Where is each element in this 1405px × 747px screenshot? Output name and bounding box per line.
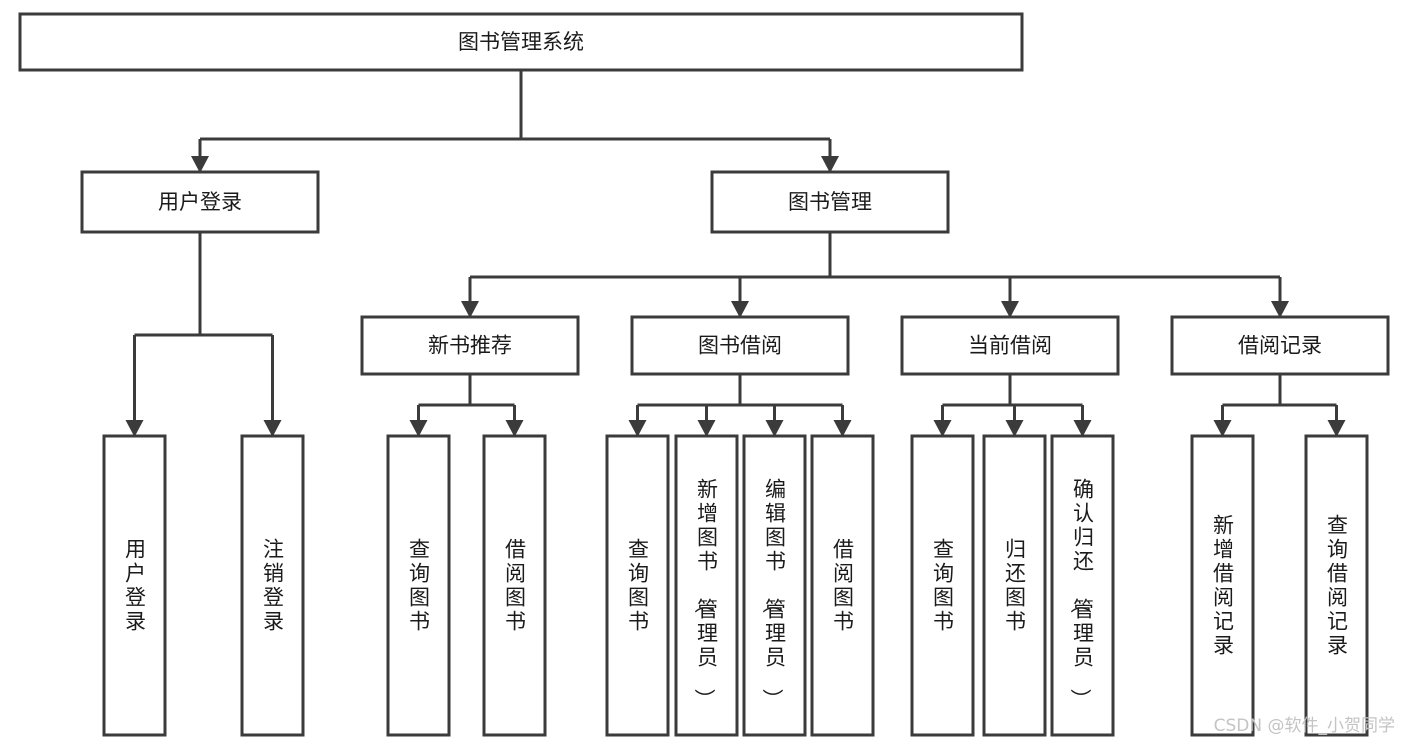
node-box-current-borrow [900,315,1120,376]
node-leaf-query-books-current[interactable]: 查询图书 [910,434,975,737]
arrow-head-icon [1005,420,1024,437]
arrow-head-icon [1213,420,1232,437]
connector-borrow-record [1213,374,1346,437]
connector-root [191,70,839,173]
node-leaf-edit-book-admin[interactable]: 编辑图书（管理员） [742,434,807,737]
node-leaf-add-borrow-record[interactable]: 新增借阅记录 [1190,434,1255,737]
node-label-leaf-borrow-books: 借阅图书 [833,538,854,634]
arrow-head-icon [833,420,852,437]
arrow-head-icon [409,420,428,437]
node-leaf-return-books[interactable]: 归还图书 [982,434,1047,737]
node-leaf-user-logout[interactable]: 注销登录 [240,434,305,737]
node-leaf-borrow-books[interactable]: 借阅图书 [810,434,875,737]
node-label-leaf-edit-book-admin: 编辑图书（管理员） [760,478,786,710]
node-label-leaf-user-login: 用户登录 [125,538,146,634]
node-box-root [18,12,1024,72]
node-box-leaf-edit-book-admin [742,434,807,737]
node-leaf-user-login[interactable]: 用户登录 [102,434,167,737]
node-box-book-borrow [630,315,850,376]
node-borrow-record[interactable]: 借阅记录 [1170,315,1390,376]
arrow-head-icon [461,301,479,318]
node-root[interactable]: 图书管理系统 [18,12,1024,72]
connector-user-login [125,232,282,437]
node-label-leaf-query-books-borrow: 查询图书 [628,538,649,634]
watermark-label: CSDN @软件_小贺同学 [1214,716,1395,736]
arrow-head-icon [263,420,282,437]
node-box-leaf-query-books-current [910,434,975,737]
node-label-leaf-borrow-books-recommend: 借阅图书 [505,538,526,634]
connector-layer [125,70,1346,437]
node-book-management[interactable]: 图书管理 [710,170,950,234]
node-label-book-borrow: 图书借阅 [698,334,782,358]
node-box-leaf-user-login [102,434,167,737]
arrow-head-icon [125,420,144,437]
node-label-borrow-record: 借阅记录 [1238,334,1322,358]
node-label-current-borrow: 当前借阅 [968,334,1052,358]
node-leaf-query-books-borrow[interactable]: 查询图书 [605,434,670,737]
node-label-leaf-add-book-admin: 新增图书（管理员） [692,478,718,710]
node-leaf-confirm-return-admin[interactable]: 确认归还（管理员） [1050,434,1115,737]
node-label-leaf-return-books: 归还图书 [1005,538,1026,634]
node-box-leaf-query-borrow-record [1304,434,1369,737]
node-label-user-login: 用户登录 [158,190,242,214]
arrow-head-icon [628,420,647,437]
node-label-leaf-query-borrow-record: 查询借阅记录 [1327,514,1348,658]
arrow-head-icon [697,420,716,437]
node-leaf-query-borrow-record[interactable]: 查询借阅记录 [1304,434,1369,737]
node-label-leaf-add-borrow-record: 新增借阅记录 [1213,514,1234,658]
arrow-head-icon [933,420,952,437]
node-layer: 图书管理系统用户登录图书管理新书推荐图书借阅当前借阅借阅记录用户登录注销登录查询… [18,12,1390,737]
node-box-leaf-return-books [982,434,1047,737]
node-label-leaf-user-logout: 注销登录 [263,538,284,634]
node-new-book-recommend[interactable]: 新书推荐 [360,315,580,376]
node-box-new-book-recommend [360,315,580,376]
node-label-new-book-recommend: 新书推荐 [428,334,512,358]
node-label-root: 图书管理系统 [458,30,584,54]
arrow-head-icon [765,420,784,437]
arrow-head-icon [1073,420,1092,437]
node-label-leaf-query-books-recommend: 查询图书 [409,538,430,634]
node-box-book-management [710,170,950,234]
node-box-leaf-add-borrow-record [1190,434,1255,737]
node-book-borrow[interactable]: 图书借阅 [630,315,850,376]
node-box-leaf-query-books-recommend [386,434,451,737]
connector-current-borrow [933,374,1092,437]
node-user-login[interactable]: 用户登录 [80,170,320,234]
node-label-book-management: 图书管理 [788,190,872,214]
connector-book-borrow [628,374,852,437]
node-box-leaf-borrow-books [810,434,875,737]
node-current-borrow[interactable]: 当前借阅 [900,315,1120,376]
node-leaf-query-books-recommend[interactable]: 查询图书 [386,434,451,737]
node-box-user-login [80,170,320,234]
node-label-leaf-query-books-current: 查询图书 [933,538,954,634]
arrow-head-icon [731,301,749,318]
node-box-leaf-borrow-books-recommend [482,434,547,737]
node-label-leaf-confirm-return-admin: 确认归还（管理员） [1068,478,1094,710]
arrow-head-icon [1327,420,1346,437]
node-box-leaf-query-books-borrow [605,434,670,737]
arrow-head-icon [1271,301,1289,318]
arrow-head-icon [191,156,209,173]
node-leaf-borrow-books-recommend[interactable]: 借阅图书 [482,434,547,737]
arrow-head-icon [505,420,524,437]
node-leaf-add-book-admin[interactable]: 新增图书（管理员） [674,434,739,737]
node-box-leaf-user-logout [240,434,305,737]
arrow-head-icon [1001,301,1019,318]
node-box-borrow-record [1170,315,1390,376]
arrow-head-icon [821,156,839,173]
connector-new-book-recommend [409,374,524,437]
connector-book-management [461,232,1289,318]
node-box-leaf-add-book-admin [674,434,739,737]
node-box-leaf-confirm-return-admin [1050,434,1115,737]
